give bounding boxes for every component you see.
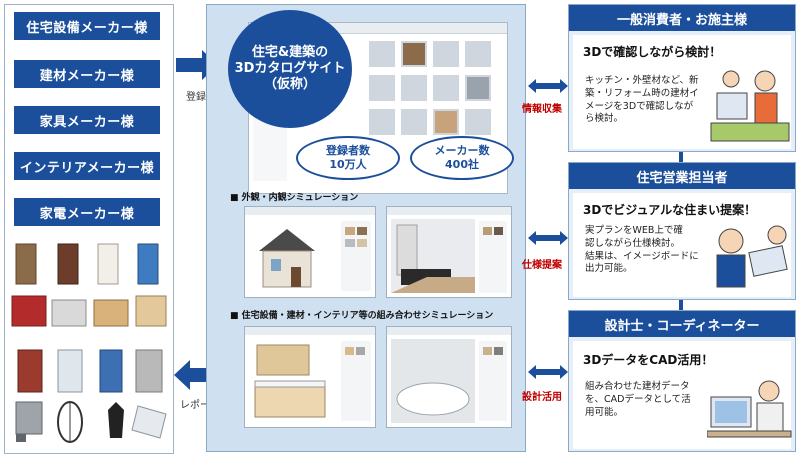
registrants-value: 10万人 xyxy=(329,158,367,171)
sales-body: 3Dでビジュアルな住まい提案！ 実プランをWEB上で確 認しながら仕様検討。 結… xyxy=(573,193,791,297)
sales-title: 住宅営業担当者 xyxy=(569,163,795,189)
designer-headline: 3DデータをCAD活用！ xyxy=(583,353,714,367)
makers-count-label: メーカー数 xyxy=(434,144,490,158)
maker-label-housing-equipment: 住宅設備メーカー様 xyxy=(14,12,160,40)
makers-count-value: 400社 xyxy=(445,158,479,171)
sales-headline: 3Dでビジュアルな住まい提案！ xyxy=(583,203,757,217)
family-illustration xyxy=(710,70,790,142)
catalog-title-line2: 3Dカタログサイト xyxy=(234,60,346,76)
consumer-description: キッチン・外壁材など、新 築・リフォーム時の建材イ メージを3Dで確認しなが ら… xyxy=(585,75,699,126)
catalog-title-line1: 住宅&建築の xyxy=(251,44,329,60)
designer-box: 設計士・コーディネーター 3DデータをCAD活用！ 組み合わせた建材データ を、… xyxy=(568,310,796,452)
consumer-desc-line: 築・リフォーム時の建材イ xyxy=(585,87,699,99)
designer-title: 設計士・コーディネーター xyxy=(569,311,795,337)
connector xyxy=(679,152,683,164)
catalog-title-line3: （仮称） xyxy=(263,77,316,93)
combination-sim-label: ■ 住宅設備・建材・インテリア等の組み合わせシミュレーション xyxy=(230,311,494,321)
registrants-badge: 登録者数 10万人 xyxy=(296,136,400,180)
consumer-body: 3Dで確認しながら検討！ キッチン・外壁材など、新 築・リフォーム時の建材イ メ… xyxy=(573,35,791,149)
maker-label-furniture: 家具メーカー様 xyxy=(14,106,160,134)
catalog-site-title: 住宅&建築の 3Dカタログサイト （仮称） xyxy=(228,10,352,128)
designer-description: 組み合わせた建材データ を、CADデータとして活 用可能。 xyxy=(585,381,691,419)
info-gathering-label: 情報収集 xyxy=(522,104,562,115)
registrants-label: 登録者数 xyxy=(326,144,370,158)
designer-desc-line: 組み合わせた建材データ xyxy=(585,381,690,392)
consumer-desc-line: キッチン・外壁材など、新 xyxy=(585,75,699,86)
sales-desc-line: 結果は、イメージボードに xyxy=(585,250,699,262)
product-thumbnails xyxy=(11,243,167,443)
sales-desc-line: 出力可能。 xyxy=(585,263,633,275)
maker-label-building-materials: 建材メーカー様 xyxy=(14,60,160,88)
consumer-headline: 3Dで確認しながら検討！ xyxy=(583,45,722,59)
maker-label-appliance: 家電メーカー様 xyxy=(14,198,160,226)
maker-label-interior: インテリアメーカー様 xyxy=(14,152,160,180)
consumer-box: 一般消費者・お施主様 3Dで確認しながら検討！ キッチン・外壁材など、新 築・リ… xyxy=(568,4,796,152)
interior-sim-shot xyxy=(386,206,512,298)
register-label: 登録 xyxy=(186,92,206,103)
exterior-interior-sim-label: ■ 外観・内観シミュレーション xyxy=(230,193,359,203)
spec-proposal-label: 仕様提案 xyxy=(522,260,562,271)
designer-desc-line: を、CADデータとして活 xyxy=(585,393,691,405)
consumer-desc-line: メージを3Dで確認しなが xyxy=(585,100,694,112)
report-arrow xyxy=(174,360,216,390)
design-use-label: 設計活用 xyxy=(522,392,562,403)
kitchen-sim-shot xyxy=(244,326,376,428)
spec-arrow xyxy=(528,231,568,245)
bathroom-sim-shot xyxy=(386,326,512,428)
designer-desc-line: 用可能。 xyxy=(585,406,624,418)
designer-body: 3DデータをCAD活用！ 組み合わせた建材データ を、CADデータとして活 用可… xyxy=(573,341,792,449)
consumer-title: 一般消費者・お施主様 xyxy=(569,5,795,31)
exterior-sim-shot xyxy=(244,206,376,298)
sales-illustration xyxy=(716,225,788,288)
sales-box: 住宅営業担当者 3Dでビジュアルな住まい提案！ 実プランをWEB上で確 認しなが… xyxy=(568,162,796,300)
makers-count-badge: メーカー数 400社 xyxy=(410,136,514,180)
sales-desc-line: 実プランをWEB上で確 xyxy=(585,225,683,236)
consumer-desc-line: ら検討。 xyxy=(585,113,624,125)
sales-description: 実プランをWEB上で確 認しながら仕様検討。 結果は、イメージボードに 出力可能… xyxy=(585,225,699,276)
connector xyxy=(679,300,683,310)
report-label: レポート xyxy=(180,400,220,411)
cad-arrow xyxy=(528,365,568,379)
info-arrow xyxy=(528,79,568,93)
designer-illustration xyxy=(707,380,792,438)
sales-desc-line: 認しながら仕様検討。 xyxy=(585,237,681,249)
